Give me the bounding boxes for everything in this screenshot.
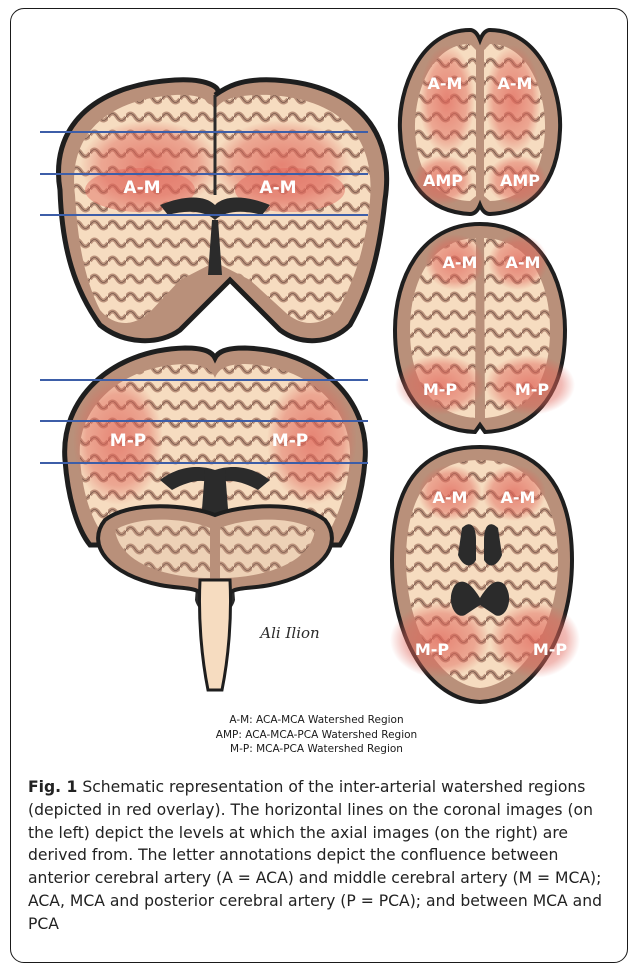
brain-illustration: A-M A-M M-P M-P Ali Ilion A-M: [0, 0, 633, 720]
label-a-m: A-M: [498, 74, 533, 93]
label-m-p: M-P: [533, 640, 568, 659]
figure-legend: A-M: ACA-MCA Watershed Region AMP: ACA-M…: [0, 713, 633, 757]
axial-section-inferior: [390, 447, 580, 702]
label-a-m: A-M: [123, 178, 160, 198]
label-m-p: M-P: [110, 431, 146, 451]
label-m-p: M-P: [515, 380, 550, 399]
label-a-m: A-M: [433, 488, 468, 507]
label-a-m: A-M: [443, 253, 478, 272]
label-m-p: M-P: [423, 380, 458, 399]
caption-text: Schematic representation of the inter-ar…: [28, 778, 602, 933]
label-m-p: M-P: [272, 431, 308, 451]
coronal-section-anterior: [58, 80, 386, 341]
label-m-p: M-P: [415, 640, 450, 659]
axial-section-middle: [395, 224, 575, 432]
label-amp: AMP: [423, 171, 463, 190]
coronal-section-posterior: [65, 348, 366, 690]
label-a-m: A-M: [506, 253, 541, 272]
legend-item: AMP: ACA-MCA-PCA Watershed Region: [0, 728, 633, 743]
legend-item: M-P: MCA-PCA Watershed Region: [0, 742, 633, 757]
label-a-m: A-M: [501, 488, 536, 507]
label-amp: AMP: [500, 171, 540, 190]
legend-item: A-M: ACA-MCA Watershed Region: [0, 713, 633, 728]
figure-caption: Fig. 1 Schematic representation of the i…: [28, 776, 618, 936]
label-a-m: A-M: [259, 178, 296, 198]
figure-label: Fig. 1: [28, 778, 77, 796]
label-a-m: A-M: [428, 74, 463, 93]
illustrator-signature: Ali Ilion: [258, 624, 319, 642]
